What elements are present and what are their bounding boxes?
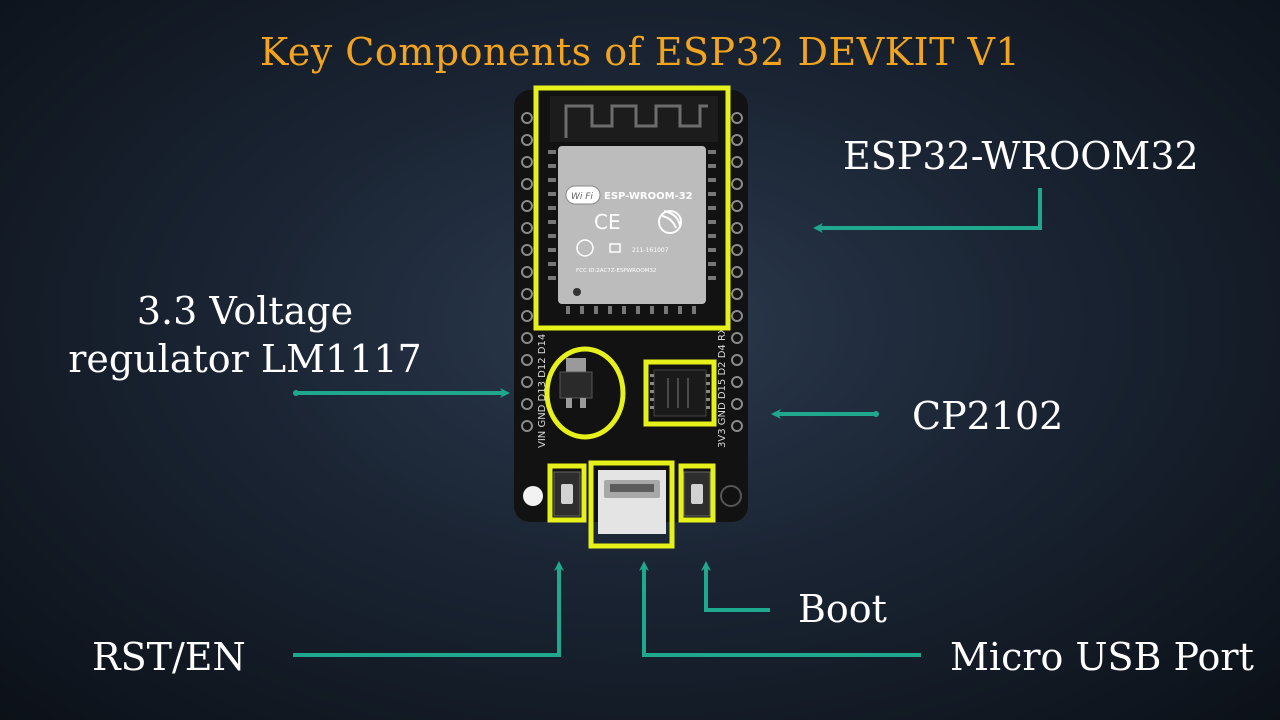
right-header-pins (731, 112, 743, 432)
highlight-rst-en (547, 463, 587, 523)
label-cp2102: CP2102 (912, 394, 1064, 438)
arrow-rst-en (293, 561, 564, 657)
pin-labels-left: VIN GND D13 D12 D14 (537, 334, 548, 448)
wifi-logo-icon: Wi Fi (565, 185, 601, 205)
espressif-logo-icon (658, 210, 682, 234)
fcc-id: FCC ID:2AC7Z-ESPWROOM32 (576, 268, 656, 274)
highlight-regulator (544, 346, 626, 440)
esp32-board: VIN GND D13 D12 D14 3V3 GND D15 D2 D4 RX… (514, 90, 748, 534)
left-header-pins (521, 112, 533, 432)
power-led (523, 486, 543, 506)
boot-button (683, 471, 711, 517)
esp-wroom-32-module (558, 146, 706, 304)
arrow-usb (639, 561, 921, 657)
cp2102-chip (650, 369, 710, 417)
voltage-regulator-chip (559, 358, 593, 408)
page-title: Key Components of ESP32 DEVKIT V1 (259, 30, 1021, 74)
label-boot: Boot (798, 587, 887, 631)
module-name: ESP-WROOM-32 (604, 191, 693, 202)
label-voltage-regulator: 3.3 Voltage regulator LM1117 (68, 289, 422, 381)
pin-labels-right: 3V3 GND D15 D2 D4 RX (717, 327, 728, 448)
svg-text:Wi Fi: Wi Fi (571, 192, 593, 202)
arrow-wroom (813, 188, 1042, 233)
arrow-boot (701, 561, 770, 612)
highlight-usb (588, 460, 675, 549)
module-pads (548, 150, 716, 314)
highlight-outlines (533, 85, 731, 549)
cert-code: 211-161007 (632, 247, 669, 254)
label-rst-en: RST/EN (92, 635, 246, 679)
rst-en-button (553, 471, 581, 517)
cert-mark-icon (576, 239, 621, 257)
highlight-boot (678, 463, 716, 523)
callout-arrows (293, 188, 1042, 657)
highlight-wroom (533, 85, 731, 331)
label-micro-usb-port: Micro USB Port (950, 635, 1254, 679)
highlight-cp2102 (643, 359, 717, 427)
label-esp32-wroom32: ESP32-WROOM32 (843, 134, 1199, 178)
mounting-hole (720, 485, 742, 507)
pcb-antenna-trace (564, 104, 708, 138)
arrow-tails (293, 390, 879, 417)
micro-usb-port (598, 470, 666, 534)
ce-mark-icon: CE (594, 210, 621, 234)
